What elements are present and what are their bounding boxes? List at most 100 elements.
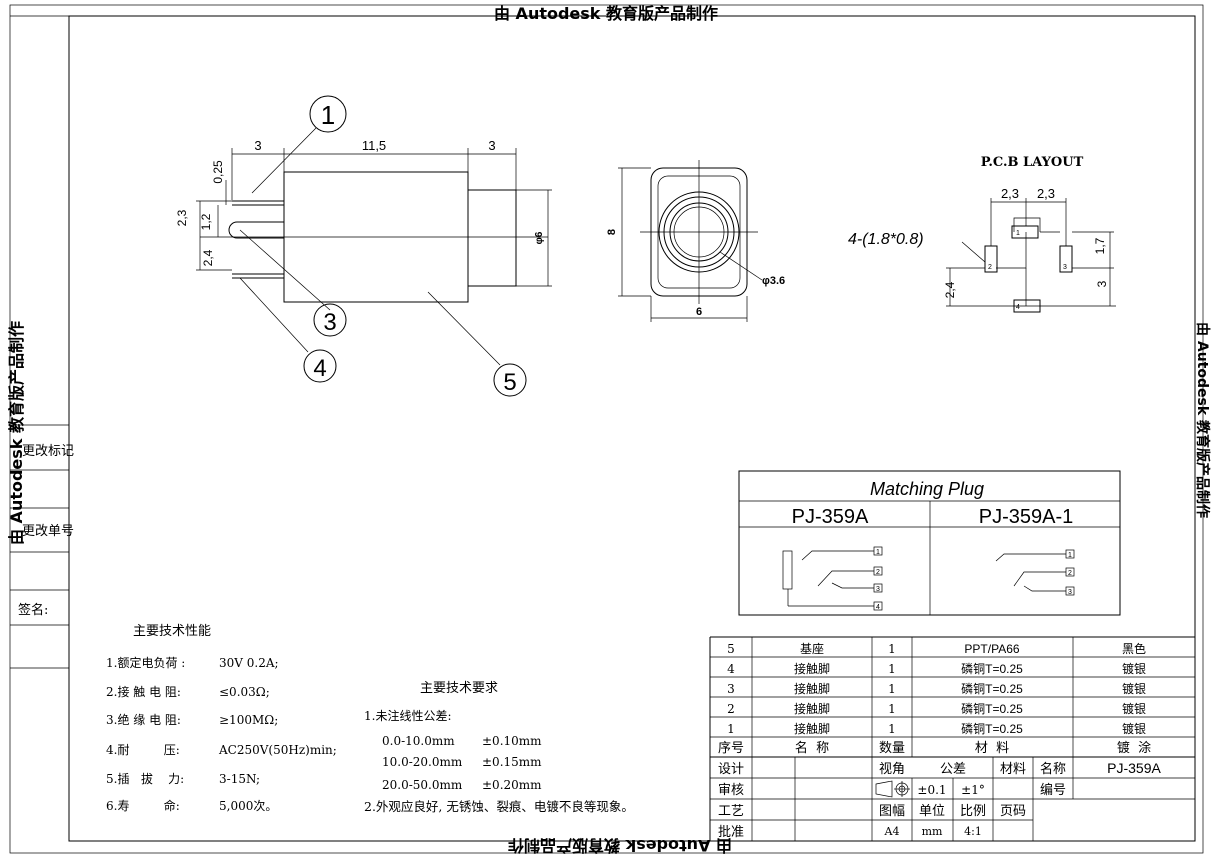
matching-plug-title: Matching Plug (870, 479, 984, 499)
bom-1-finish: 镀银 (1122, 722, 1146, 736)
plug-b-pin-2: 2 (1068, 570, 1072, 577)
front-view (618, 160, 763, 322)
tb-review: 审核 (718, 783, 744, 798)
spec-value-5: 3-15N; (219, 772, 260, 786)
req-line1: 1.未注线性公差: (364, 708, 452, 723)
balloon-1: 1 (321, 100, 335, 130)
matching-plug-box (738, 470, 1121, 616)
req-title: 主要技术要求 (420, 681, 498, 696)
bom-1-qty: 1 (888, 722, 896, 736)
bom-1-no: 1 (727, 722, 735, 736)
pcb-dim-24: 2,4 (943, 281, 957, 298)
tb-design: 设计 (718, 762, 744, 777)
bom-4-finish: 镀银 (1122, 662, 1146, 676)
pcb-pad-3: 3 (1063, 264, 1067, 271)
pcb-dim-3: 3 (1095, 280, 1109, 287)
bom-header-qty: 数量 (879, 741, 905, 756)
bom-4-material: 磷铜T=0.25 (961, 661, 1023, 676)
plug-b-pin-3: 3 (1068, 589, 1072, 596)
tb-approve: 批准 (718, 825, 744, 840)
pcb-dim-17: 1,7 (1093, 237, 1107, 254)
tb-material: 材料 (1000, 762, 1026, 777)
tb-scale-value: 4:1 (964, 825, 982, 838)
plug-b-pin-1: 1 (1068, 552, 1072, 559)
bom-5-finish: 黑色 (1122, 642, 1146, 656)
tol-range-3: 20.0-50.0mm (382, 778, 463, 792)
bom-header-no: 序号 (718, 741, 744, 756)
change-no-label: 更改单号 (22, 524, 74, 539)
dim-top-right: 3 (488, 138, 495, 153)
tb-process: 工艺 (718, 804, 744, 819)
spec-label-4: 4.耐 压: (106, 743, 180, 757)
change-mark-label: 更改标记 (22, 444, 74, 459)
bom-4-name: 接触脚 (794, 661, 830, 676)
pcb-pad-note: 4-(1.8*0.8) (848, 231, 924, 248)
pcb-pad-2: 2 (988, 264, 992, 271)
revision-strip (10, 424, 69, 669)
side-view (196, 95, 552, 397)
tol-range-2: 10.0-20.0mm (382, 755, 463, 769)
dim-top-left: 3 (254, 138, 261, 153)
dim-phi6: φ6 (534, 231, 545, 244)
tol-value-3: ±0.20mm (482, 778, 542, 792)
dim-hole: φ3.6 (762, 275, 785, 287)
bom-5-qty: 1 (888, 642, 896, 656)
dim-12: 1,2 (199, 213, 213, 230)
signature-label: 签名: (18, 602, 48, 618)
bom-3-material: 磷铜T=0.25 (961, 681, 1023, 696)
specs-title: 主要技术性能 (133, 624, 211, 639)
matching-plug-model-b: PJ-359A-1 (979, 506, 1074, 528)
title-block-grid (710, 757, 1195, 841)
pcb-title: P.C.B LAYOUT (981, 155, 1084, 170)
pcb-layout (946, 198, 1116, 313)
spec-label-2: 2.接 触 电 阻: (106, 684, 181, 699)
bom-header-material: 材 料 (975, 741, 1009, 756)
tb-unit-value: mm (922, 825, 943, 838)
dim-top-mid: 11,5 (362, 138, 386, 153)
bom-3-name: 接触脚 (794, 681, 830, 696)
pcb-dim-23a: 2,3 (1001, 186, 1019, 201)
bom-5-name: 基座 (800, 641, 824, 656)
plug-a-pin-2: 2 (876, 569, 880, 576)
bom-2-name: 接触脚 (794, 701, 830, 716)
tb-code-label: 编号 (1040, 783, 1066, 798)
spec-label-1: 1.额定电负荷 : (106, 655, 185, 670)
bom-2-no: 2 (727, 702, 735, 716)
balloon-4: 4 (313, 355, 326, 382)
bom-3-qty: 1 (888, 682, 896, 696)
bom-2-finish: 镀银 (1122, 702, 1146, 716)
tb-scale: 比例 (960, 804, 986, 819)
bom-3-no: 3 (727, 682, 735, 696)
balloon-3: 3 (323, 309, 336, 336)
tb-sheet-value: A4 (884, 825, 900, 838)
dim-23: 2,3 (175, 209, 189, 226)
tol-value-2: ±0.15mm (482, 755, 542, 769)
tb-name-label: 名称 (1040, 761, 1066, 777)
spec-value-2: ≤0.03Ω; (219, 685, 270, 699)
pcb-dim-23b: 2,3 (1037, 186, 1055, 201)
tb-sheet: 图幅 (879, 804, 905, 819)
tb-unit: 单位 (919, 804, 945, 819)
plug-a-pin-4: 4 (876, 604, 880, 611)
bom-5-no: 5 (727, 642, 735, 656)
bom-2-qty: 1 (888, 702, 896, 716)
bom-table-grid (709, 636, 1195, 841)
bom-1-material: 磷铜T=0.25 (961, 721, 1023, 736)
bom-5-material: PPT/PA66 (964, 642, 1019, 656)
bom-header-finish: 镀 涂 (1117, 740, 1151, 756)
watermark-right: 由 Autodesk 教育版产品制作 (1194, 322, 1211, 518)
watermark-top: 由 Autodesk 教育版产品制作 (494, 4, 718, 23)
tb-view-angle: 视角 (879, 762, 905, 777)
tb-tol-angle: ±1° (961, 783, 985, 797)
spec-value-1: 30V 0.2A; (219, 656, 279, 670)
dim-025: 0,25 (211, 160, 225, 184)
tol-value-1: ±0.10mm (482, 734, 542, 748)
watermark-bottom: 由 Autodesk 教育版产品制作 (508, 836, 732, 855)
balloon-5: 5 (503, 369, 516, 396)
spec-value-6: 5,000次。 (219, 799, 277, 813)
tol-range-1: 0.0-10.0mm (382, 734, 455, 748)
tb-name-value: PJ-359A (1107, 760, 1161, 776)
dim-24: 2,4 (201, 249, 215, 266)
bom-2-material: 磷铜T=0.25 (961, 701, 1023, 716)
tb-page: 页码 (1000, 804, 1026, 819)
